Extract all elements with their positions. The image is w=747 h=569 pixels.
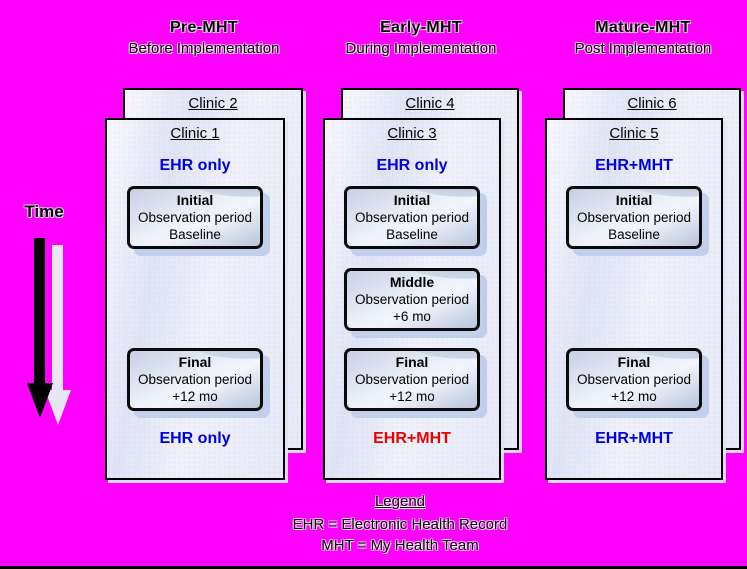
- observation-box-line: Baseline: [169, 227, 221, 242]
- legend: Legend EHR = Electronic Health Record MH…: [223, 493, 577, 556]
- observation-box-line: Observation period: [137, 210, 253, 225]
- time-down-arrow-icon: [27, 238, 71, 425]
- observation-box-line: Observation period: [354, 292, 470, 307]
- column-header: Pre-MHT Before Implementation: [105, 19, 303, 57]
- observation-box-title: Initial: [393, 192, 431, 208]
- clinic-name: Clinic 6: [627, 95, 677, 112]
- phase-subtitle: Post Implementation: [574, 40, 712, 57]
- observation-box-initial: Initial Observation period Baseline: [127, 186, 263, 249]
- observation-box-title: Initial: [615, 192, 653, 208]
- phase-title: Pre-MHT: [170, 19, 238, 36]
- observation-box-title: Final: [178, 354, 212, 370]
- clinic-name: Clinic 1: [170, 125, 220, 142]
- bottom-status: EHR only: [159, 430, 231, 447]
- clinic-name: Clinic 4: [405, 95, 455, 112]
- observation-box-line: Baseline: [608, 227, 660, 242]
- legend-line-mht: MHT = My Health Team: [321, 537, 479, 554]
- observation-box-final: Final Observation period +12 mo: [566, 348, 702, 411]
- top-status: EHR+MHT: [595, 157, 673, 174]
- clinic-card-front: Clinic 3 EHR only Initial Observation pe…: [323, 118, 501, 480]
- bottom-status: EHR+MHT: [373, 430, 451, 447]
- observation-box-middle: Middle Observation period +6 mo: [344, 268, 480, 331]
- phase-subtitle: During Implementation: [345, 40, 497, 57]
- observation-box-line: +6 mo: [393, 309, 431, 324]
- column-pre-mht: Pre-MHT Before Implementation Clinic 2 C…: [105, 0, 303, 566]
- phase-title: Early-MHT: [380, 19, 462, 36]
- observation-box-line: Observation period: [354, 210, 470, 225]
- observation-box-line: +12 mo: [389, 389, 435, 404]
- column-mature-mht: Mature-MHT Post Implementation Clinic 6 …: [545, 0, 741, 566]
- observation-box-line: +12 mo: [611, 389, 657, 404]
- column-header: Early-MHT During Implementation: [323, 19, 519, 57]
- clinic-name: Clinic 5: [609, 125, 659, 142]
- phase-title: Mature-MHT: [595, 19, 691, 36]
- time-axis: Time: [8, 202, 80, 426]
- legend-title: Legend: [374, 493, 426, 510]
- bottom-status: EHR+MHT: [595, 430, 673, 447]
- column-header: Mature-MHT Post Implementation: [545, 19, 741, 57]
- observation-box-line: Observation period: [576, 372, 692, 387]
- top-status: EHR only: [376, 157, 448, 174]
- observation-box-line: Observation period: [354, 372, 470, 387]
- observation-box-final: Final Observation period +12 mo: [127, 348, 263, 411]
- legend-line-ehr: EHR = Electronic Health Record: [292, 516, 508, 533]
- observation-box-title: Final: [395, 354, 429, 370]
- observation-box-line: +12 mo: [172, 389, 218, 404]
- observation-box-initial: Initial Observation period Baseline: [566, 186, 702, 249]
- observation-box-title: Final: [617, 354, 651, 370]
- clinic-name: Clinic 2: [188, 95, 238, 112]
- observation-box-line: Observation period: [137, 372, 253, 387]
- time-label: Time: [24, 202, 64, 221]
- observation-box-line: Observation period: [576, 210, 692, 225]
- observation-box-initial: Initial Observation period Baseline: [344, 186, 480, 249]
- observation-box-line: Baseline: [386, 227, 438, 242]
- observation-box-final: Final Observation period +12 mo: [344, 348, 480, 411]
- top-status: EHR only: [159, 157, 231, 174]
- phase-subtitle: Before Implementation: [128, 40, 280, 57]
- column-early-mht: Early-MHT During Implementation Clinic 4…: [323, 0, 519, 566]
- observation-box-title: Initial: [176, 192, 214, 208]
- clinic-card-front: Clinic 1 EHR only Initial Observation pe…: [105, 118, 285, 480]
- observation-box-title: Middle: [389, 274, 435, 290]
- clinic-card-front: Clinic 5 EHR+MHT Initial Observation per…: [545, 118, 723, 480]
- clinic-name: Clinic 3: [387, 125, 437, 142]
